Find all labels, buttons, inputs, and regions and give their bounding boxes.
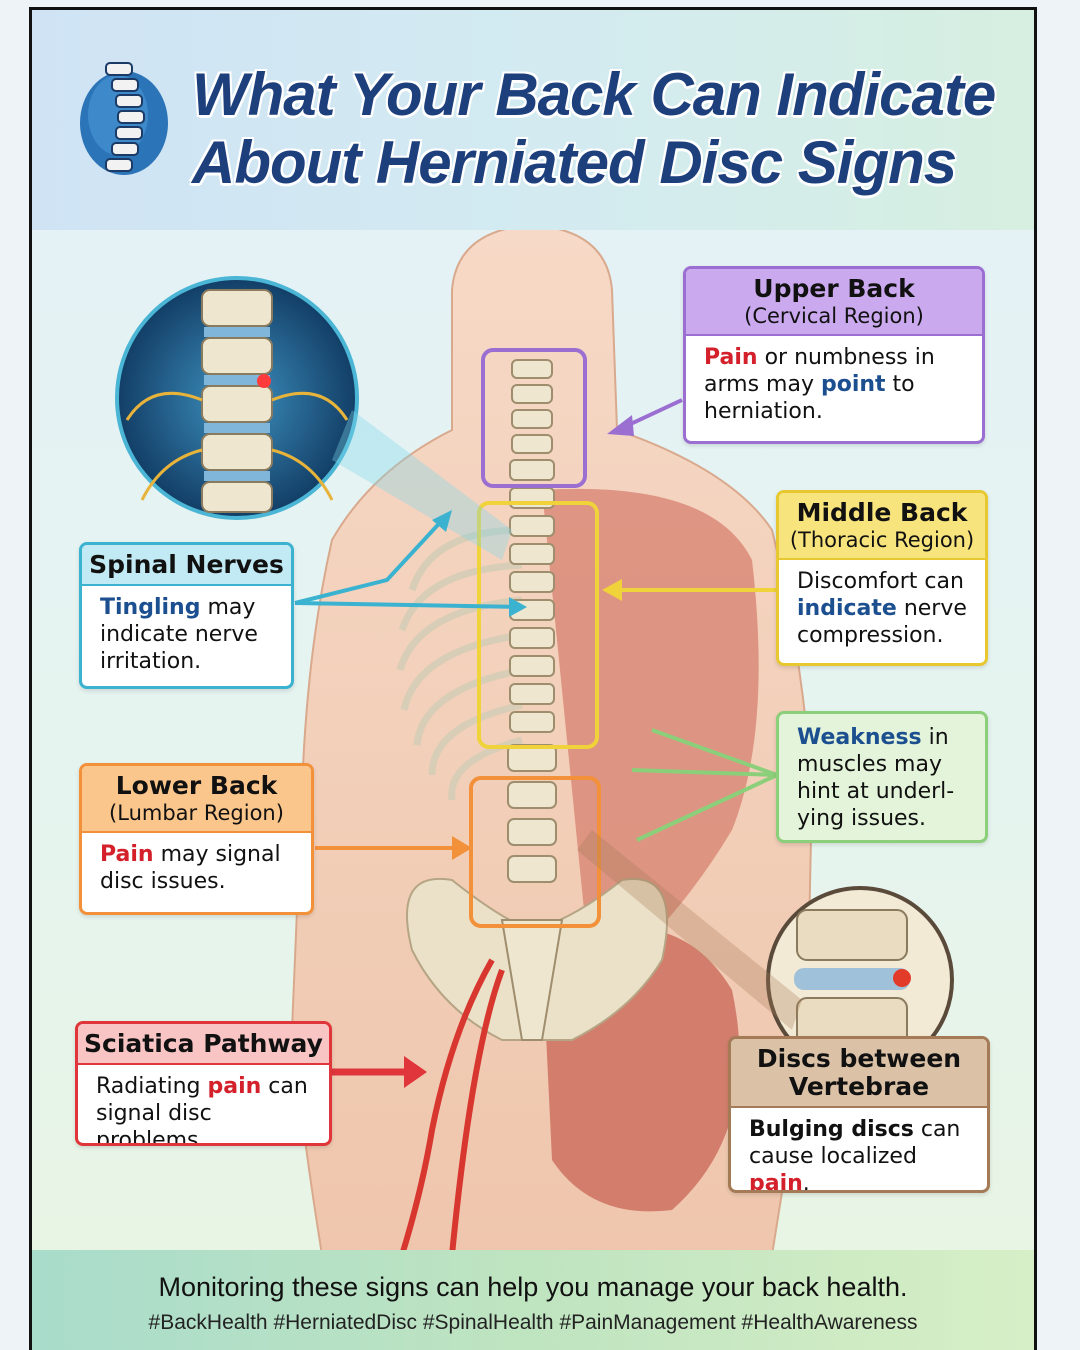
upper-back-box: Upper Back(Cervical Region) Pain or numb… — [683, 266, 985, 444]
footer-message: Monitoring these signs can help you mana… — [158, 1272, 908, 1302]
header: What Your Back Can Indicate About Hernia… — [32, 10, 1034, 230]
text-segment: to herniation. — [704, 372, 915, 424]
text-segment: or numbness in arms may — [704, 345, 935, 397]
text-segment: point — [820, 372, 886, 397]
text-segment: can cause localized — [749, 1117, 961, 1169]
spinal-nerves-heading: Spinal Nerves — [89, 550, 284, 579]
lower-back-heading: Lower Back — [115, 771, 278, 800]
sciatica-text: Radiating pain can signal disc problems. — [78, 1065, 329, 1146]
spinal-nerves-text: Tingling may indicate nerve irritation. — [82, 586, 291, 683]
lower-region-outline — [469, 776, 601, 928]
arrow-heads — [404, 415, 634, 1088]
sciatica-box: Sciatica Pathway Radiating pain can sign… — [75, 1021, 332, 1146]
upper-back-subheading: (Cervical Region) — [744, 304, 924, 328]
upper-region-outline — [481, 348, 587, 488]
ribcage — [396, 526, 523, 801]
text-segment: pain — [207, 1074, 262, 1099]
sciatic-nerve — [399, 958, 505, 1255]
title-line-1: What Your Back Can Indicate — [192, 61, 996, 128]
text-segment: nerve compression. — [797, 596, 967, 648]
text-segment: may indicate nerve irritation. — [100, 595, 258, 674]
spine-logo-icon — [80, 62, 168, 175]
text-segment: indicate — [797, 596, 897, 621]
nerve-closeup-icon — [115, 276, 359, 520]
lower-back-box: Lower Back(Lumbar Region) Pain may signa… — [79, 763, 314, 915]
title-line-2: About Herniated Disc Signs — [192, 129, 957, 196]
upper-back-heading: Upper Back — [753, 274, 915, 303]
lower-back-subheading: (Lumbar Region) — [109, 801, 284, 825]
footer: Monitoring these signs can help you mana… — [32, 1250, 1034, 1350]
discs-box: Discs between Vertebrae Bulging discs ca… — [728, 1036, 990, 1193]
lower-back-text: Pain may signal disc issues. — [82, 833, 311, 903]
text-segment: can signal disc problems. — [96, 1074, 308, 1146]
pointer-arrows — [294, 398, 779, 1076]
footer-hashtags: #BackHealth #HerniatedDisc #SpinalHealth… — [148, 1311, 918, 1334]
text-segment: Bulging discs — [749, 1117, 914, 1142]
closeup-beam — [332, 410, 512, 560]
text-segment: Tingling — [100, 595, 201, 620]
middle-region-outline — [477, 501, 599, 749]
middle-back-subheading: (Thoracic Region) — [789, 528, 975, 552]
discs-heading: Discs between Vertebrae — [756, 1044, 962, 1101]
text-segment: pain — [749, 1171, 803, 1193]
text-segment: may signal disc issues. — [100, 842, 281, 894]
text-segment: Radiating — [96, 1074, 208, 1099]
sciatica-heading: Sciatica Pathway — [84, 1029, 323, 1058]
upper-back-text: Pain or numbness in arms may point to he… — [686, 336, 982, 433]
text-segment: Discomfort can — [797, 569, 964, 594]
middle-back-text: Discomfort can indicate nerve compressio… — [779, 560, 985, 657]
infographic: What Your Back Can Indicate About Hernia… — [29, 7, 1037, 1350]
disc-closeup-beam — [577, 830, 802, 1030]
text-segment: Pain — [704, 345, 758, 370]
discs-text: Bulging discs can cause localized pain. — [731, 1108, 987, 1193]
weakness-text: Weakness in muscles may hint at underl-y… — [779, 714, 985, 840]
text-segment: Weakness — [797, 725, 922, 750]
text-segment: . — [802, 1171, 810, 1193]
middle-back-box: Middle Back(Thoracic Region) Discomfort … — [776, 490, 988, 666]
disc-closeup-icon — [766, 886, 954, 1074]
weakness-box: Weakness in muscles may hint at underl-y… — [776, 711, 988, 843]
text-segment: Pain — [100, 842, 154, 867]
spinal-nerves-box: Spinal Nerves Tingling may indicate nerv… — [79, 542, 294, 689]
spine — [500, 359, 564, 1041]
back-anatomy-illustration — [115, 230, 954, 1255]
middle-back-heading: Middle Back — [796, 498, 968, 527]
text-segment: in muscles may hint at underl-ying issue… — [797, 725, 955, 831]
